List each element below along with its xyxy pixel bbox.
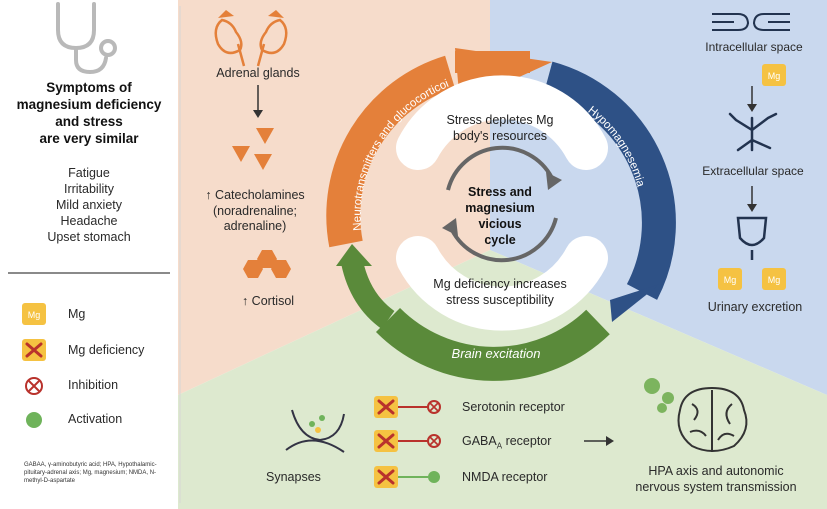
symptom-item: Irritability (63, 182, 114, 196)
catecholamines-line: (noradrenaline; (212, 203, 298, 218)
mg-urine-text-right: Mg (768, 275, 781, 285)
center-cycle-icon (446, 145, 558, 263)
nmda-label: NMDA receptor (462, 470, 548, 484)
hpa-line: HPA axis and autonomic (648, 464, 784, 478)
serotonin-label: Serotonin receptor (462, 400, 565, 414)
green-cycle-arc (375, 307, 610, 381)
mg-urine-icon-right (762, 268, 786, 290)
lower-white-band (396, 236, 608, 331)
symptoms-title: Symptoms of magnesium deficiency and str… (10, 80, 168, 148)
gaba-row-icons (374, 430, 441, 452)
hpa-label: HPA axis and autonomic nervous system tr… (616, 464, 816, 495)
blood-vessel-icon (728, 112, 778, 152)
footnote: GABAA, γ-aminobutyric acid; HPA, Hypotha… (24, 462, 157, 484)
synapses-label: Synapses (266, 470, 321, 484)
upper-white-band (396, 75, 608, 170)
mg-urine-icon-left (718, 268, 742, 290)
title-line: magnesium deficiency (16, 96, 162, 112)
mg-intracellular-icon (762, 64, 786, 86)
cell-membrane-icon (712, 13, 790, 31)
catecholamines-line: ↑ Catecholamines (205, 188, 305, 202)
upper-band-line-2: body's resources (453, 129, 547, 143)
mg-intracellular-text: Mg (768, 71, 781, 81)
gaba-label: GABAA receptor (462, 434, 551, 452)
urinary-label: Urinary excretion (707, 300, 803, 314)
orange-cycle-arc (326, 55, 456, 248)
gears-icon (644, 378, 674, 413)
brain-icon (677, 386, 748, 452)
inhibition-circle-icon (25, 377, 43, 395)
kidneys-icon (214, 10, 288, 67)
adrenal-glands-label: Adrenal glands (216, 66, 300, 80)
symptom-item: Upset stomach (47, 230, 131, 244)
center-line-4: cycle (484, 233, 515, 247)
center-line-2: magnesium (465, 201, 534, 215)
cortisol-label: ↑ Cortisol (241, 294, 295, 308)
mg-square-icon: Mg (22, 303, 46, 325)
blue-cycle-arc (543, 61, 676, 300)
title-line: Symptoms of (46, 80, 132, 95)
title-line: and stress (55, 113, 123, 129)
symptom-item: Fatigue (68, 166, 110, 180)
mg-urine-text-left: Mg (724, 275, 737, 285)
green-arc-label: Brain excitation (452, 346, 541, 361)
legend-label-mg-deficiency: Mg deficiency (68, 343, 145, 357)
lower-band-line-1: Mg deficiency increases (433, 277, 566, 291)
legend-label-inhibition: Inhibition (68, 378, 119, 392)
gaba-receptor-text: receptor (502, 434, 552, 448)
cross-box-icon (22, 339, 46, 361)
title-line: are very similar (39, 130, 139, 146)
catecholamines-label: ↑ Catecholamines (noradrenaline; adrenal… (190, 188, 320, 235)
mg-square-text: Mg (28, 310, 41, 320)
nmda-row-icons (374, 466, 440, 488)
upper-band-line-1: Stress depletes Mg (447, 113, 554, 127)
lower-band-line-2: stress susceptibility (446, 293, 554, 307)
legend-label-mg: Mg (68, 307, 86, 321)
extracellular-label: Extracellular space (702, 164, 804, 178)
center-line-3: vicious (478, 217, 521, 231)
cortisol-hexagons-icon (243, 250, 291, 278)
hpa-line: nervous system transmission (635, 479, 797, 494)
legend-label-activation: Activation (68, 412, 123, 426)
intracellular-label: Intracellular space (705, 40, 803, 54)
activation-dot-icon (26, 412, 42, 428)
catecholamines-line: adrenaline) (223, 219, 287, 234)
center-line-1: Stress and (468, 185, 532, 199)
symptom-item: Headache (60, 214, 118, 228)
symptom-item: Mild anxiety (56, 198, 122, 212)
stethoscope-icon (56, 2, 117, 75)
serotonin-row-icons (374, 396, 441, 418)
gaba-text: GABA (462, 434, 497, 448)
gaba-subscript: A (496, 441, 503, 451)
catecholamines-triangles-icon (232, 128, 274, 170)
bladder-icon (736, 216, 768, 260)
synapse-icon (285, 409, 345, 453)
